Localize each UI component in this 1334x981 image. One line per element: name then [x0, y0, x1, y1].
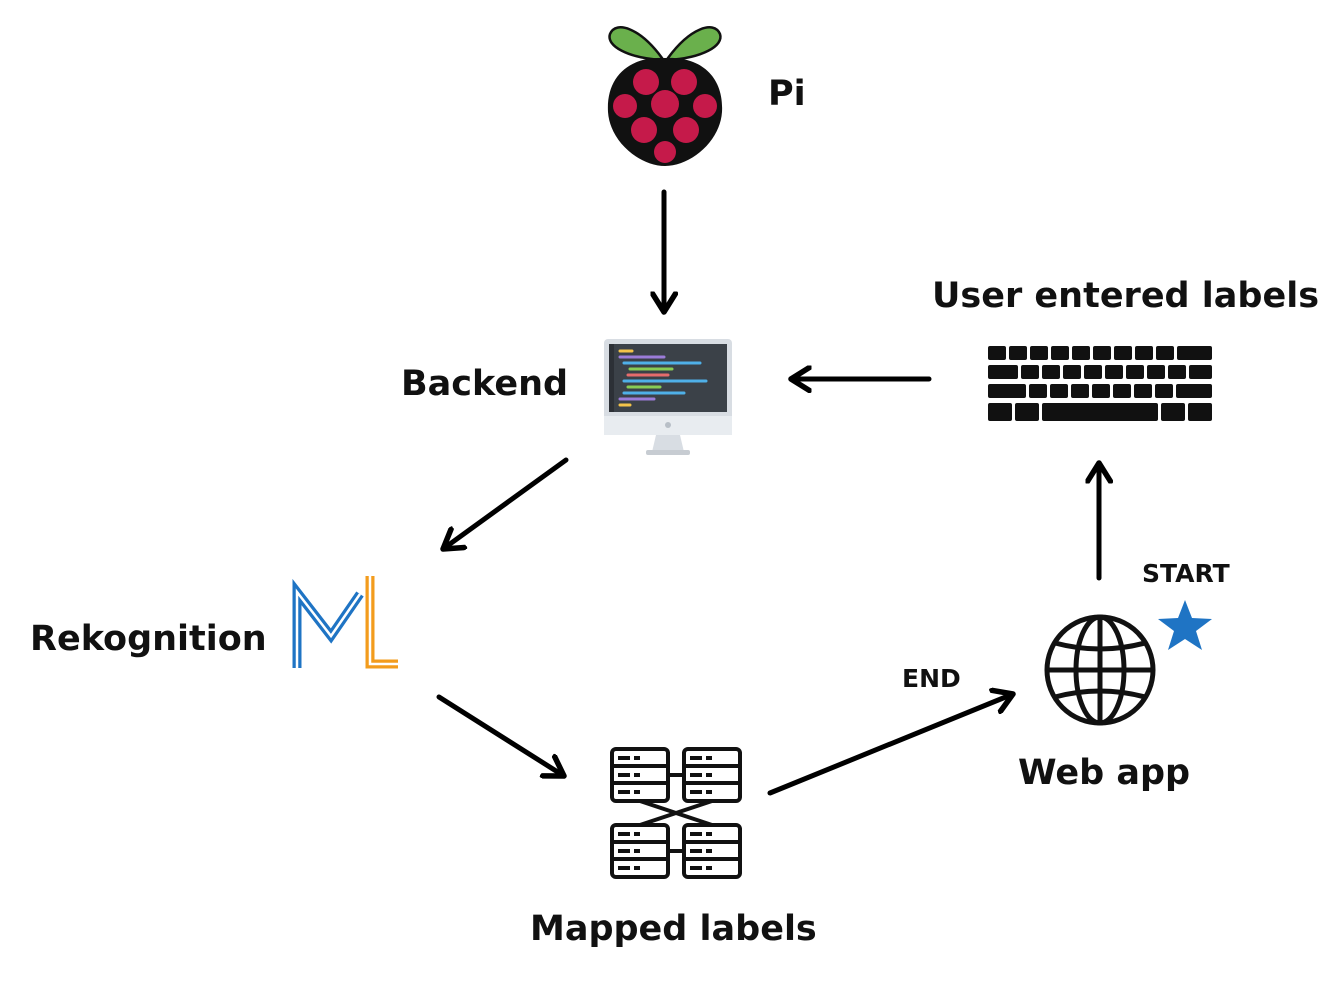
- star-icon: [1158, 600, 1212, 650]
- rekognition-label: Rekognition: [30, 619, 267, 659]
- backend-label: Backend: [401, 364, 569, 404]
- web-app-label: Web app: [1018, 753, 1191, 793]
- raspberry-pi-icon: [607, 26, 723, 166]
- ml-logo-icon: [292, 576, 398, 669]
- mapped-labels-label: Mapped labels: [530, 909, 817, 949]
- start-marker-label: START: [1142, 559, 1230, 588]
- server-network-icon: [610, 747, 742, 879]
- pi-label: Pi: [768, 74, 806, 114]
- globe-icon: [1044, 614, 1156, 726]
- server-indicators: [618, 756, 712, 870]
- arrow-rekognition-to-mapped: [436, 694, 564, 776]
- keyboard-icon: [988, 346, 1212, 421]
- user-entered-labels-label: User entered labels: [932, 276, 1320, 316]
- end-marker-label: END: [902, 664, 961, 693]
- arrow-backend-to-rekognition: [443, 457, 569, 549]
- arrows: [436, 189, 1099, 796]
- computer-monitor-icon: [604, 339, 732, 455]
- arrow-mapped-to-webapp: [767, 694, 1013, 796]
